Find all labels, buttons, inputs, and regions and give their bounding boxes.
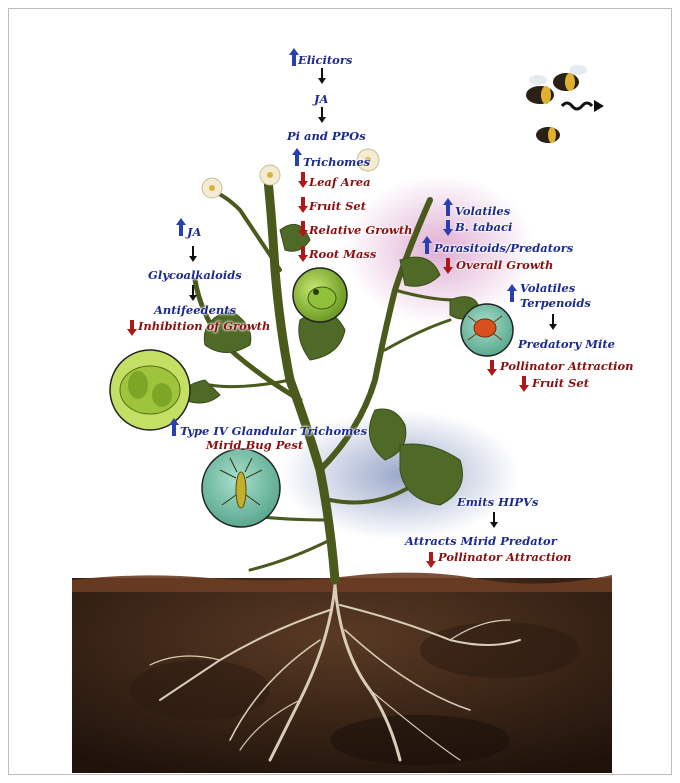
label-fruit-set-right: Fruit Set [532, 376, 589, 390]
mirid-bubble [202, 449, 280, 527]
label-trichomes: Trichomes [303, 155, 370, 169]
down-arrow-icon [189, 246, 197, 262]
label-overall-growth: Overall Growth [456, 258, 553, 272]
label-attracts-mirid: Attracts Mirid Predator [405, 534, 557, 548]
label-volatiles-2: Volatiles [520, 281, 575, 295]
down-arrow-icon [298, 172, 308, 188]
label-pollinator-attraction-2: Pollinator Attraction [438, 550, 572, 564]
up-arrow-icon [292, 148, 302, 166]
down-arrow-icon [487, 360, 497, 376]
label-inhibition: Inhibition of Growth [138, 319, 270, 333]
label-leaf-area: Leaf Area [309, 175, 371, 189]
down-arrow-icon [298, 197, 308, 213]
label-volatiles: Volatiles [455, 204, 510, 218]
label-root-mass: Root Mass [309, 247, 376, 261]
label-emits-hipvs: Emits HIPVs [457, 495, 538, 509]
label-b-tabaci: B. tabaci [455, 220, 512, 234]
label-ja-center: JA [314, 92, 328, 106]
aphid-bubble [293, 268, 347, 322]
down-arrow-icon [318, 107, 326, 123]
label-pollinator-attraction: Pollinator Attraction [500, 359, 634, 373]
down-arrow-icon [318, 68, 326, 84]
squiggle-arrow [562, 103, 592, 109]
mite-bubble [461, 304, 513, 356]
label-elicitors: Elicitors [298, 53, 352, 67]
label-type-iv: Type IV Glandular Trichomes [180, 424, 367, 438]
bees [526, 65, 587, 143]
trichome-bubble [110, 350, 190, 430]
down-arrow-icon [519, 376, 529, 392]
up-arrow-icon [176, 218, 186, 236]
label-predatory-mite: Predatory Mite [518, 337, 615, 351]
down-arrow-icon [127, 320, 137, 336]
label-terpenoids: Terpenoids [520, 296, 591, 310]
soil [72, 573, 612, 773]
label-pi-ppos: Pi and PPOs [287, 129, 366, 143]
label-relative-growth: Relative Growth [309, 223, 413, 237]
label-parasitoids: Parasitoids/Predators [434, 241, 573, 255]
label-mirid-pest: Mirid Bug Pest [206, 438, 303, 452]
label-ja-left: JA [187, 225, 201, 239]
label-glycoalkaloids: Glycoalkaloids [148, 268, 242, 282]
label-antifeedents: Antifeedents [154, 303, 236, 317]
down-arrow-icon [549, 314, 557, 330]
label-fruit-set-center: Fruit Set [309, 199, 366, 213]
down-arrow-icon [426, 552, 436, 568]
squiggle-arrow-head [594, 100, 604, 112]
